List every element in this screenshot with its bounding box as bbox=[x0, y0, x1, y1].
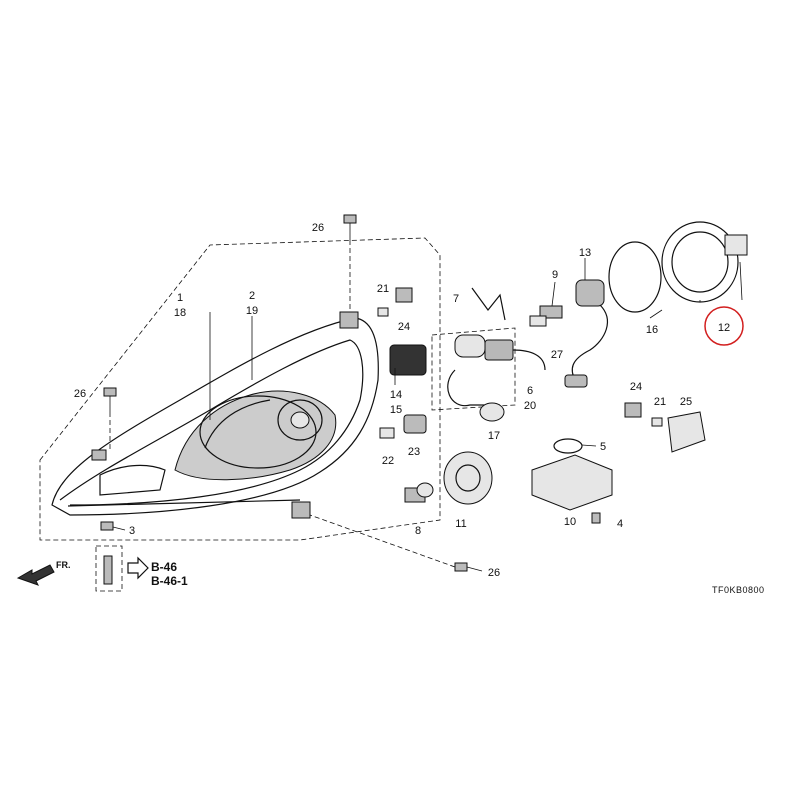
callout-12: 12 bbox=[718, 322, 730, 334]
front-direction-arrow: FR. bbox=[16, 560, 71, 586]
callout-2: 2 bbox=[249, 290, 255, 302]
callout-21-b: 21 bbox=[654, 396, 666, 408]
callout-4: 4 bbox=[617, 518, 623, 530]
callout-1: 1 bbox=[177, 292, 183, 304]
part-24-b bbox=[624, 402, 642, 418]
bolt-26-left bbox=[103, 387, 117, 450]
callout-21-a: 21 bbox=[377, 283, 389, 295]
callout-18: 18 bbox=[174, 307, 186, 319]
callout-14: 14 bbox=[390, 389, 402, 401]
callout-22: 22 bbox=[382, 455, 394, 467]
reference-arrow-icon bbox=[127, 556, 149, 580]
callout-20: 20 bbox=[524, 400, 536, 412]
callout-19: 19 bbox=[246, 305, 258, 317]
headlight-housing bbox=[51, 311, 379, 519]
ref-b-46: B-46 bbox=[151, 560, 177, 574]
callout-11: 11 bbox=[455, 518, 466, 530]
part-12-highlight-circle bbox=[704, 306, 744, 346]
part-21-b bbox=[651, 417, 663, 427]
bolt-26-top bbox=[343, 214, 357, 312]
part-16-gasket bbox=[608, 241, 662, 313]
callout-26-left: 26 bbox=[74, 388, 86, 400]
part-6-harness bbox=[447, 334, 546, 407]
part-25-lens bbox=[667, 411, 706, 453]
part-10-ballast bbox=[531, 454, 613, 511]
bolt-3 bbox=[95, 521, 126, 592]
diagram-code: TF0KB0800 bbox=[712, 585, 765, 595]
callout-10: 10 bbox=[564, 516, 576, 528]
harness-dashed-outline bbox=[431, 327, 516, 411]
callout-26-bottom: 26 bbox=[488, 567, 500, 579]
front-direction-label: FR. bbox=[56, 560, 71, 570]
callout-6: 6 bbox=[527, 385, 533, 397]
part-7-clip bbox=[471, 287, 506, 321]
callout-3: 3 bbox=[129, 525, 135, 537]
part-12-cap bbox=[661, 221, 748, 303]
callout-9: 9 bbox=[552, 269, 558, 281]
part-4-screw bbox=[591, 512, 601, 524]
part-11-cover bbox=[443, 451, 493, 505]
part-13-socket bbox=[564, 279, 608, 388]
callout-26-top: 26 bbox=[312, 222, 324, 234]
callout-13: 13 bbox=[579, 247, 591, 259]
assembly-dashed-outline bbox=[39, 237, 441, 541]
callout-27: 27 bbox=[551, 349, 563, 361]
callout-5: 5 bbox=[600, 441, 606, 453]
part-24-a bbox=[395, 287, 413, 303]
part-8-bulb bbox=[404, 482, 434, 503]
part-9-bulb bbox=[529, 305, 563, 327]
callout-17: 17 bbox=[488, 430, 500, 442]
part-14-socket bbox=[389, 344, 427, 376]
callout-24-b: 24 bbox=[630, 381, 642, 393]
part-22 bbox=[379, 427, 395, 439]
bolt-26-bottom bbox=[309, 514, 483, 572]
callout-24-a: 24 bbox=[398, 321, 410, 333]
callout-15: 15 bbox=[390, 404, 402, 416]
callout-16: 16 bbox=[646, 324, 658, 336]
callout-8: 8 bbox=[415, 525, 421, 537]
part-21-a bbox=[377, 307, 389, 317]
callout-7: 7 bbox=[453, 293, 459, 305]
callout-23: 23 bbox=[408, 446, 420, 458]
part-23 bbox=[403, 414, 427, 434]
callout-25: 25 bbox=[680, 396, 692, 408]
part-17-bulb bbox=[479, 402, 505, 422]
part-5-ring bbox=[553, 438, 583, 454]
ref-b-46-1: B-46-1 bbox=[151, 574, 188, 588]
